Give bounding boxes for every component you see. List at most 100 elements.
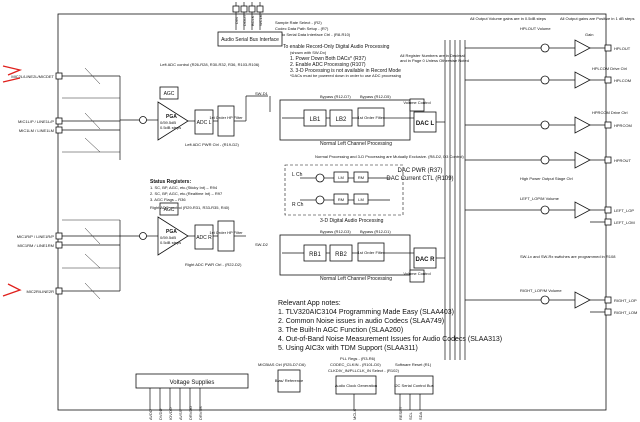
svg-text:R Ch: R Ch xyxy=(292,202,304,208)
3d-processing-box xyxy=(284,164,404,216)
svg-text:PGA: PGA xyxy=(166,114,177,120)
svg-text:0/59.5dB: 0/59.5dB xyxy=(160,235,176,240)
svg-text:2. Common Noise issues in audi: 2. Common Noise issues in audio Codecs (… xyxy=(278,318,444,325)
left-adc-pwr: Left ADC PWR Ctrl - (R19-D2) xyxy=(185,142,239,147)
red-annotation-top xyxy=(2,65,23,83)
bottom-pins: AVDD DVDD IOVDD AVSS DRVDD DRVSS MCLK RE… xyxy=(148,388,423,420)
agc-left-box xyxy=(159,86,179,100)
pin-right-lop: RIGHT_LOP xyxy=(614,298,637,303)
sw-reset-label: Software Reset (R1) xyxy=(395,362,432,367)
right-lop-stage: RIGHT_LOP/M Volume xyxy=(465,288,608,313)
normal-left-label: Normal Left Channel Processing xyxy=(320,141,392,147)
svg-text:DRVSS: DRVSS xyxy=(198,406,203,420)
svg-text:3. AGC Flags – R36: 3. AGC Flags – R36 xyxy=(150,197,186,202)
bias-box xyxy=(277,369,301,393)
svg-text:1. TLV320AIC3104 Programming M: 1. TLV320AIC3104 Programming Made Easy (… xyxy=(278,309,454,316)
3d-label: 3-D Digital Audio Processing xyxy=(320,218,384,224)
volume-left-box xyxy=(409,98,425,112)
record-notes: To enable Record-Only Digital Audio Proc… xyxy=(283,44,401,78)
svg-text:Relevant App notes:: Relevant App notes: xyxy=(278,300,341,307)
pin-din: DIN xyxy=(234,17,239,24)
svg-text:MCLK: MCLK xyxy=(352,409,357,420)
right-adc-pwr: Right ADC PWR Ctrl - (R22-D2) xyxy=(185,262,242,267)
pin-mic2l: MIC2L/LINE2L/MICDET xyxy=(11,74,54,79)
output-gain-range-note: All Output gains are Positive in 1 dB st… xyxy=(560,16,634,21)
svg-text:IOVDD: IOVDD xyxy=(168,407,173,420)
volume-right-box xyxy=(409,269,425,283)
svg-text:Bias/ Reference: Bias/ Reference xyxy=(275,378,304,383)
normal-right-label: Normal Left Channel Processing xyxy=(320,276,392,282)
pin-hprout: HPROUT xyxy=(614,158,631,163)
app-notes: Relevant App notes: 1. TLV320AIC3104 Pro… xyxy=(278,300,502,352)
audio-clock-box xyxy=(335,375,377,395)
pin-mic1lm: MIC1LM / LINE1LM xyxy=(19,128,54,133)
svg-text:1st Order HP Filter: 1st Order HP Filter xyxy=(209,115,243,120)
svg-text:Bypass (R12-D7): Bypass (R12-D7) xyxy=(320,94,351,99)
svg-text:HPRCOM Drive Ctrl: HPRCOM Drive Ctrl xyxy=(592,110,628,115)
red-annotation-bottom xyxy=(2,283,22,297)
pll-regs-label: PLL Regs - (R3-R6) xyxy=(340,356,376,361)
serial-ctrl-label: Audio Serial Data Interface Ctrl - (R8-R… xyxy=(275,32,351,37)
hplout-stage: HPLOUT Volume Gain xyxy=(465,26,608,57)
output-bus xyxy=(444,40,466,360)
svg-text:2. Enable ADC Processing (R107: 2. Enable ADC Processing (R107) xyxy=(290,62,366,68)
adc-l-box xyxy=(194,109,214,135)
hplcom-stage: HPLCOM Drive Ctrl xyxy=(465,66,627,89)
pin-mic1rp: MIC1R/P / LINE1R/P xyxy=(17,234,55,239)
svg-text:1. SC, BP, AGC, etc.(Sticky In: 1. SC, BP, AGC, etc.(Sticky Int) – R94 xyxy=(150,185,218,190)
svg-text:RB2: RB2 xyxy=(335,252,347,258)
svg-text:*DACs must be powered down in: *DACs must be powered down in order to u… xyxy=(290,73,401,78)
hprcom-stage: HPRCOM Drive Ctrl xyxy=(465,110,628,134)
svg-text:To enable Record-Only Digital: To enable Record-Only Digital Audio Proc… xyxy=(283,44,390,50)
svg-text:SDA: SDA xyxy=(418,411,423,420)
left-adc-control-text: Left ADC control (R26-R28, R30-R32, R36,… xyxy=(160,62,260,67)
pin-wclk: WCLK xyxy=(258,14,263,26)
svg-text:DRVDD: DRVDD xyxy=(188,406,193,420)
svg-text:RM: RM xyxy=(338,197,344,202)
pin-dout: DOUT xyxy=(242,14,247,26)
svg-text:Bypass (R12-D3): Bypass (R12-D3) xyxy=(320,229,351,234)
svg-text:Bypass (R12-D1): Bypass (R12-D1) xyxy=(360,229,391,234)
pin-hplout: HPLOUT xyxy=(614,46,631,51)
svg-text:5. Using AIC3x with TDM Suppor: 5. Using AIC3x with TDM Support (SLAA311… xyxy=(278,345,418,352)
svg-text:AVSS: AVSS xyxy=(178,409,183,420)
right-adc-control-text: Right ADC control (R29-R31, R33-R35, R40… xyxy=(150,205,230,210)
register-note-2: and in Page 0 Unless Otherwise Noted xyxy=(400,58,469,63)
svg-text:0/59.5dB: 0/59.5dB xyxy=(160,120,176,125)
dac-pwr-label: DAC PWR (R37) xyxy=(397,168,442,174)
pin-left-lop: LEFT_LOP xyxy=(614,208,634,213)
pin-left-lom: LEFT_LOM xyxy=(614,220,635,225)
pin-mic1lp: MIC1L/P / LINE1L/P xyxy=(18,119,54,124)
svg-text:DAC L: DAC L xyxy=(416,121,435,127)
pin-mic2r: MIC2R/LINE2R xyxy=(26,289,54,294)
svg-text:3. 3-D Processing is not avail: 3. 3-D Processing is not available in Re… xyxy=(290,68,401,74)
left-lop-stage: LEFT_LOP/M Volume xyxy=(465,196,608,223)
svg-text:Volume Control: Volume Control xyxy=(403,271,430,276)
svg-text:Bypass (R12-D5): Bypass (R12-D5) xyxy=(360,94,391,99)
svg-text:1st Order Filter: 1st Order Filter xyxy=(358,250,385,255)
svg-text:RB1: RB1 xyxy=(309,252,321,258)
hp-filter-left xyxy=(217,105,235,137)
adc-r-box xyxy=(194,224,214,250)
serial-bus-label: Audio Serial Bus Interface xyxy=(221,37,279,43)
svg-text:Volume Control: Volume Control xyxy=(403,100,430,105)
svg-text:HPLOUT Volume: HPLOUT Volume xyxy=(520,26,551,31)
right-input-network xyxy=(62,219,158,300)
svg-text:(shown with SW-Dx): (shown with SW-Dx) xyxy=(290,50,327,55)
top-pins: DIN DOUT BCLK WCLK xyxy=(232,2,264,30)
svg-text:Status Registers:: Status Registers: xyxy=(150,179,191,185)
register-note-1: All Register Numbers are in Decimal xyxy=(400,53,465,58)
svg-text:Audio Clock Generation: Audio Clock Generation xyxy=(335,383,377,388)
left-pins: MIC2L/LINE2L/MICDET MIC1L/P / LINE1L/P M… xyxy=(11,72,63,295)
svg-text:High Power Output Stage Ctrl: High Power Output Stage Ctrl xyxy=(520,176,573,181)
filter1-right xyxy=(357,242,385,262)
sample-rate-label: Sample Rate Select - (R2) xyxy=(275,20,322,25)
clkdiv-label: CLKDIV_IN/PLLCLK_IN Select - (R102) xyxy=(328,368,400,373)
pin-mic1rm: MIC1RM / LINE1RM xyxy=(18,243,54,248)
voltage-supplies-box xyxy=(135,373,249,389)
svg-text:AVDD: AVDD xyxy=(148,409,153,420)
svg-text:PGA: PGA xyxy=(166,229,177,235)
mutual-note: Normal Processing and 3-D Processing are… xyxy=(315,154,464,159)
sw-note: SW-Lx and SW-Rx switches are programmed … xyxy=(520,254,616,259)
